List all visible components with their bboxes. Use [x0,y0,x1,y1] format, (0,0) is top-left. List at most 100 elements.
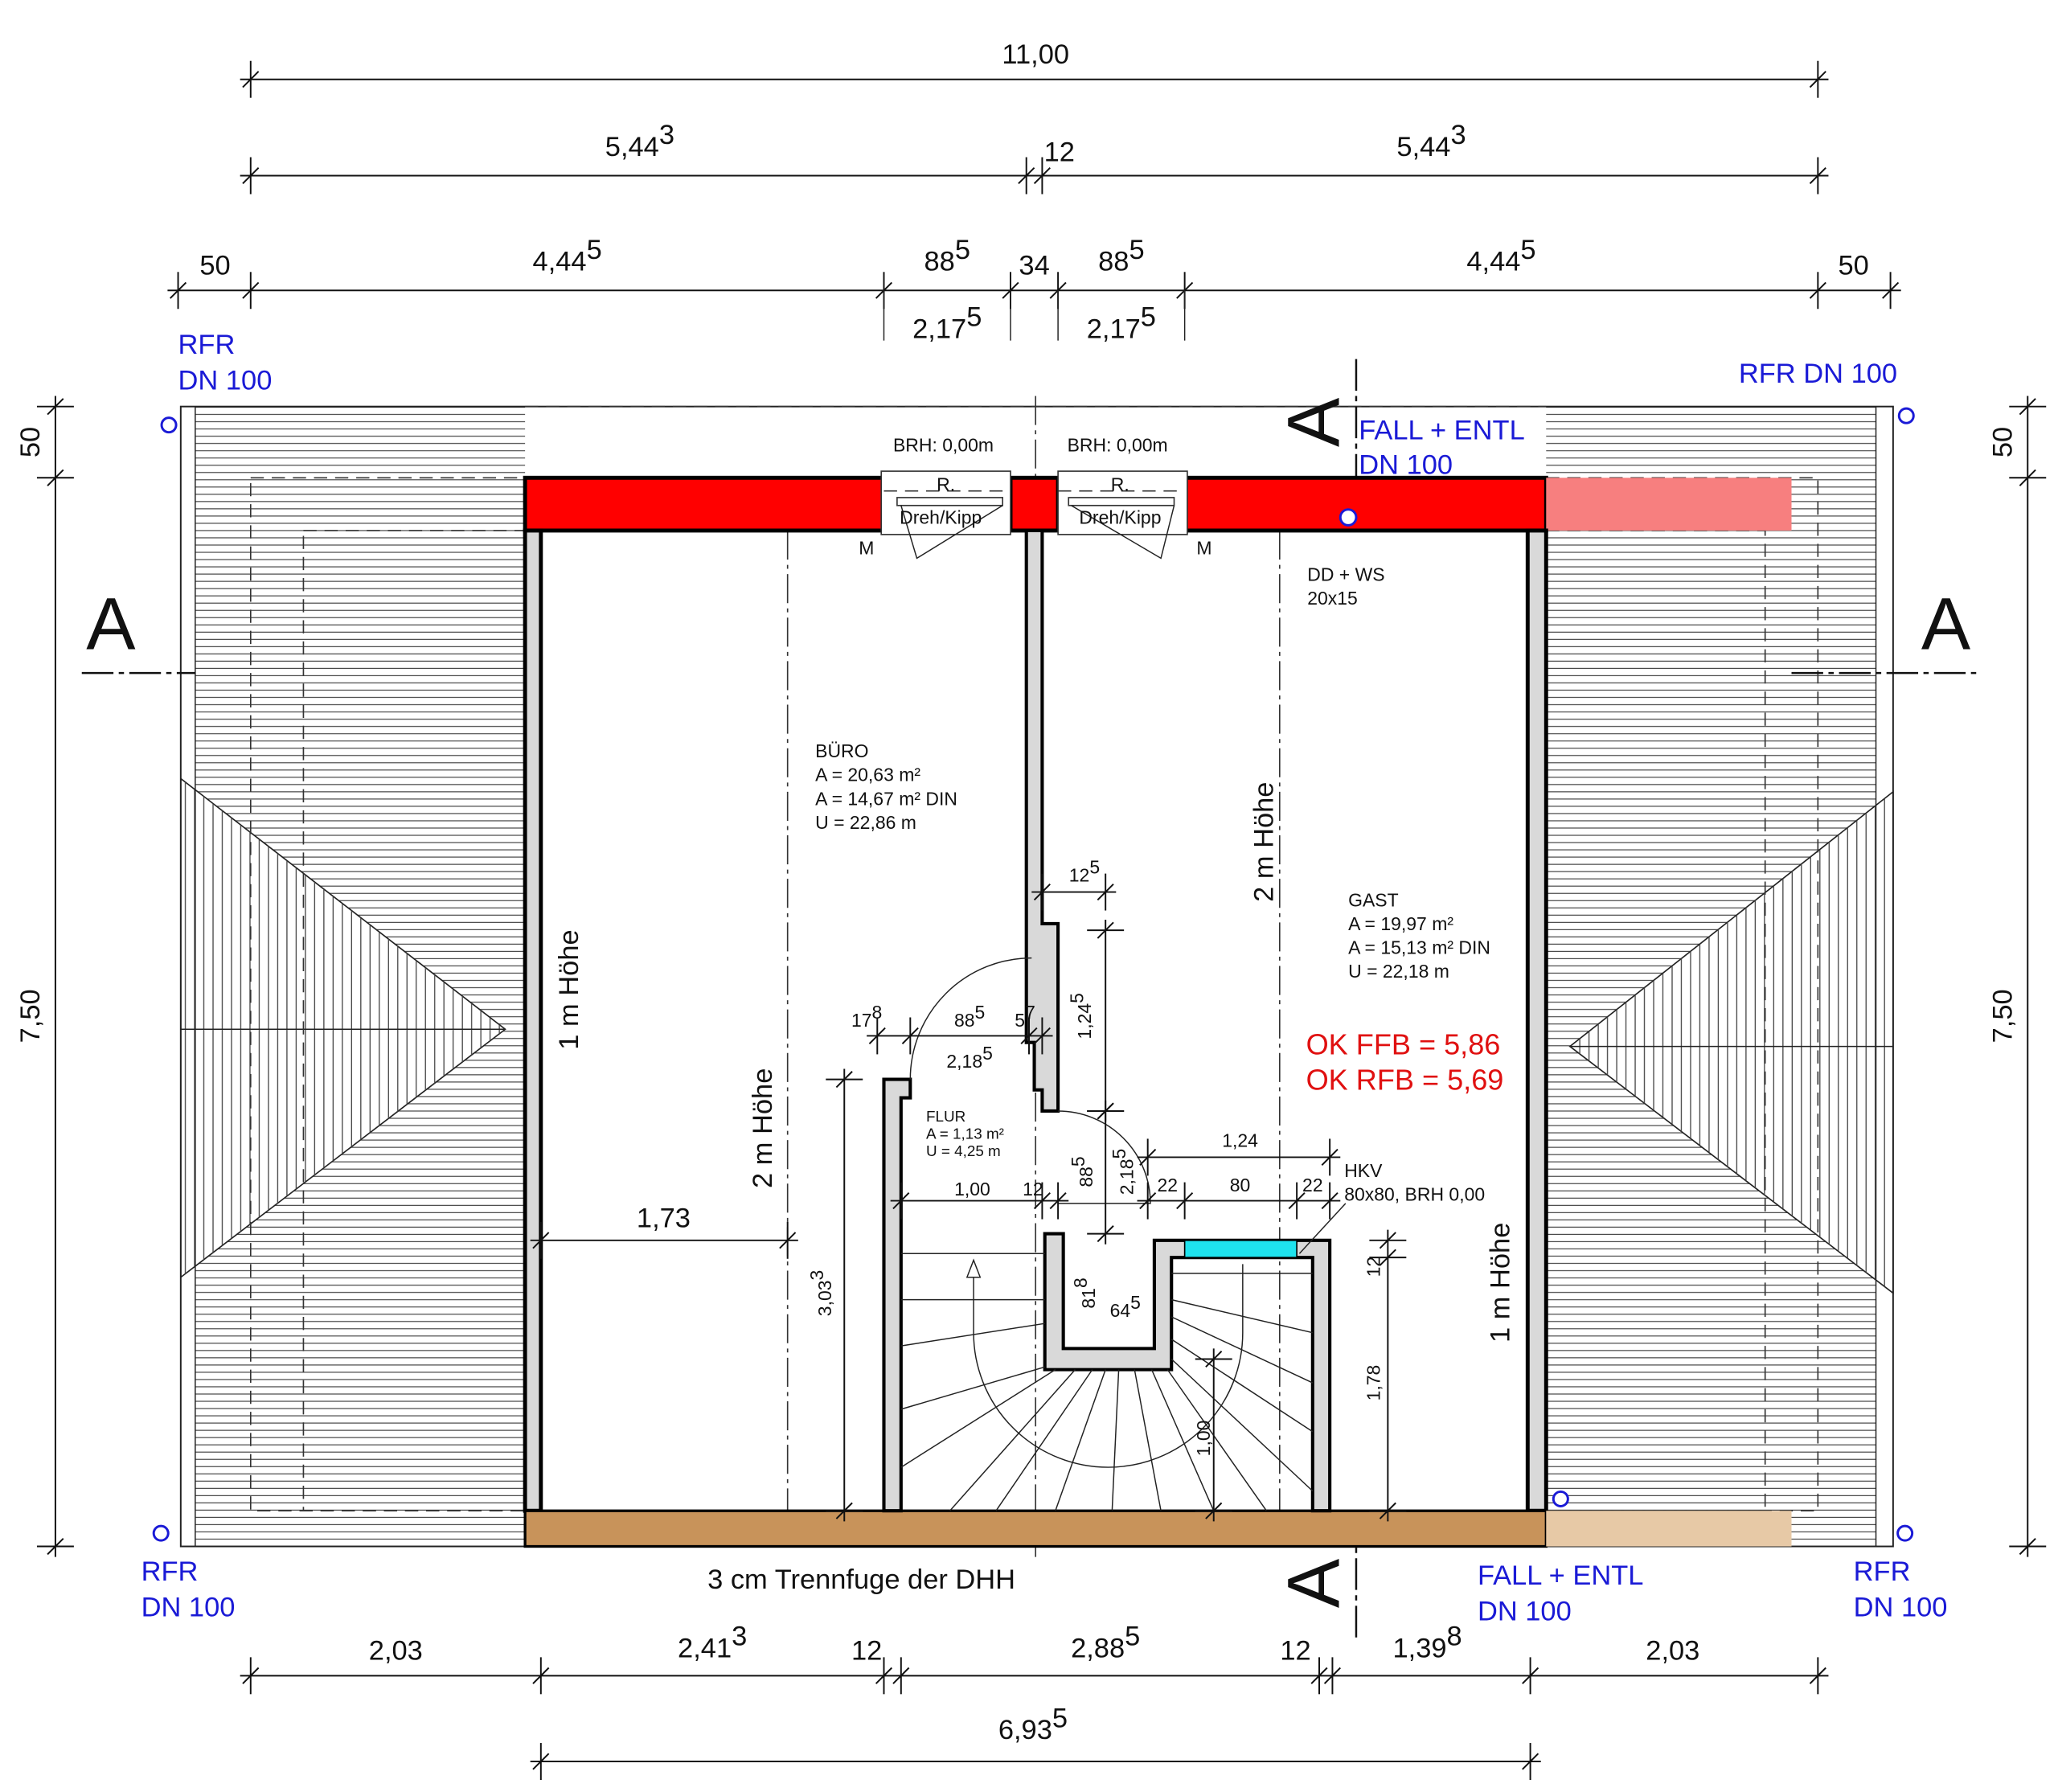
pipe-label-rfr: RFR DN 100 [1739,359,1897,389]
room-perimeter: U = 4,25 m [926,1142,1001,1159]
dimension-label: 178 [851,1002,882,1031]
dimension-label: 1,398 [1392,1622,1462,1664]
room-perimeter: U = 22,18 m [1348,961,1449,982]
room-name: BÜRO [815,740,868,761]
dimension-label: 2,03 [369,1636,423,1667]
roof-left [180,406,526,1547]
exterior-wall-top [523,475,1792,533]
dimension-label: 5,443 [1396,120,1466,162]
party-wall-slab [523,1509,1548,1548]
pipe-circle-icon [1897,407,1915,424]
dimension-label: 1,245 [1066,993,1095,1040]
window-right [1057,470,1188,560]
dimension-label: 1,00 [954,1179,990,1199]
window-r: R. [937,474,955,495]
dimension-label: 885 [924,235,971,277]
dimension-label: 80 [1230,1175,1251,1195]
dimension-label: 12 [1044,137,1075,167]
dimension-label: 22 [1302,1175,1323,1195]
dimension-label: 7,50 [1988,989,2019,1043]
room-name: GAST [1348,890,1399,911]
pipe-circle-icon [1896,1524,1914,1542]
level-ffb: OK FFB = 5,86 [1306,1027,1501,1060]
section-marker-bottom: A [1273,1558,1355,1608]
height-line-label: 1 m Höhe [1485,1223,1515,1343]
dimension-label: 34 [1019,251,1049,281]
dimension-label: 1,24 [1222,1130,1258,1150]
dimension-label: 885 [1098,235,1145,277]
window-m: M [859,537,874,558]
section-marker-right: A [1921,584,1971,666]
dimension-label: 645 [1110,1292,1141,1321]
window-r: R. [1111,474,1129,495]
pipe-circle-icon [1552,1490,1569,1507]
dimension-label: 50 [199,251,230,281]
height-line-label: 1 m Höhe [554,929,584,1049]
dimension-label: 50 [1988,427,2019,457]
room-buero: BÜRO A = 20,63 m² A = 14,67 m² DIN U = 2… [815,740,957,833]
dimension-label: 22 [1158,1175,1179,1195]
dimension-label: 12 [1023,1179,1043,1199]
pipe-label-rfr: RFR [178,330,236,360]
door-swings [909,957,1151,1204]
section-marker-top: A [1273,397,1355,447]
room-area-din: A = 15,13 m² DIN [1348,937,1490,958]
dimension-label: 2,413 [678,1622,747,1664]
dimension-label: 2,885 [1071,1622,1140,1664]
stair-core [1043,1232,1332,1513]
dimension-label: 3,033 [806,1270,835,1317]
pipe-label-dn: DN 100 [1854,1593,1948,1623]
room-area-din: A = 14,67 m² DIN [815,788,957,809]
dimension-label: 1,73 [637,1203,691,1233]
dimension-label: 12 [1280,1636,1310,1667]
pipe-circle-icon [152,1524,170,1542]
roof-window-hkv [1183,1239,1298,1258]
dd-ws-label: DD + WS [1307,564,1384,584]
dimension-label: 885 [1068,1156,1097,1187]
window-type: Dreh/Kipp [1079,507,1161,528]
window-left [880,470,1011,560]
room-name: FLUR [926,1108,965,1125]
window-brh: BRH: 0,00m [893,434,994,455]
dimension-label: 5,443 [605,120,674,162]
dimension-label: 125 [1069,857,1100,886]
knee-wall-left [523,528,543,1513]
dd-ws-size: 20x15 [1307,588,1358,609]
pipe-label-dn: DN 100 [1478,1596,1572,1626]
room-area: A = 19,97 m² [1348,913,1453,934]
dimension-label: 2,175 [912,302,982,345]
room-area: A = 20,63 m² [815,765,920,785]
dimension-label: 7,50 [15,989,46,1043]
room-gast: GAST A = 19,97 m² A = 15,13 m² DIN U = 2… [1348,890,1490,982]
hkv-label: HKV [1344,1160,1383,1181]
dimension-label: 4,445 [1466,235,1535,277]
dimension-labels: 11,00 5,443 12 5,443 50 4,445 885 34 885 4,445 50 2… [15,39,2018,1745]
dimension-label: 4,445 [533,235,602,277]
pipe-markers [152,407,1915,1542]
window-type: Dreh/Kipp [900,507,982,528]
knee-wall-right [1525,528,1548,1513]
pipe-label-rfr: RFR [1854,1556,1911,1587]
room-flur: FLUR A = 1,13 m² U = 4,25 m [926,1108,1004,1159]
dimension-label: 57 [1015,1002,1035,1031]
dimension-label: 2,175 [1087,302,1156,345]
dimension-label: 885 [954,1002,985,1031]
dimension-label: 2,185 [946,1043,993,1072]
dimension-label: 2,03 [1646,1636,1699,1667]
dimension-label: 11,00 [1002,39,1069,70]
height-line-label: 2 m Höhe [1249,782,1280,902]
window-brh: BRH: 0,00m [1068,434,1168,455]
dimension-label: 2,185 [1109,1149,1138,1195]
trennfuge-label: 3 cm Trennfuge der DHH [707,1564,1015,1595]
level-rfb: OK RFB = 5,69 [1306,1064,1504,1097]
dimension-label: 6,935 [998,1703,1068,1745]
staircase [900,1253,1314,1511]
room-perimeter: U = 22,86 m [815,812,916,833]
dimension-label: 12 [851,1636,882,1667]
pipe-label-dn: DN 100 [178,365,273,396]
dimension-label: 1,78 [1363,1365,1384,1401]
pipe-label-dn: DN 100 [141,1593,236,1623]
pipe-label-dn: DN 100 [1359,449,1453,480]
partition-wall [1024,528,1060,1113]
